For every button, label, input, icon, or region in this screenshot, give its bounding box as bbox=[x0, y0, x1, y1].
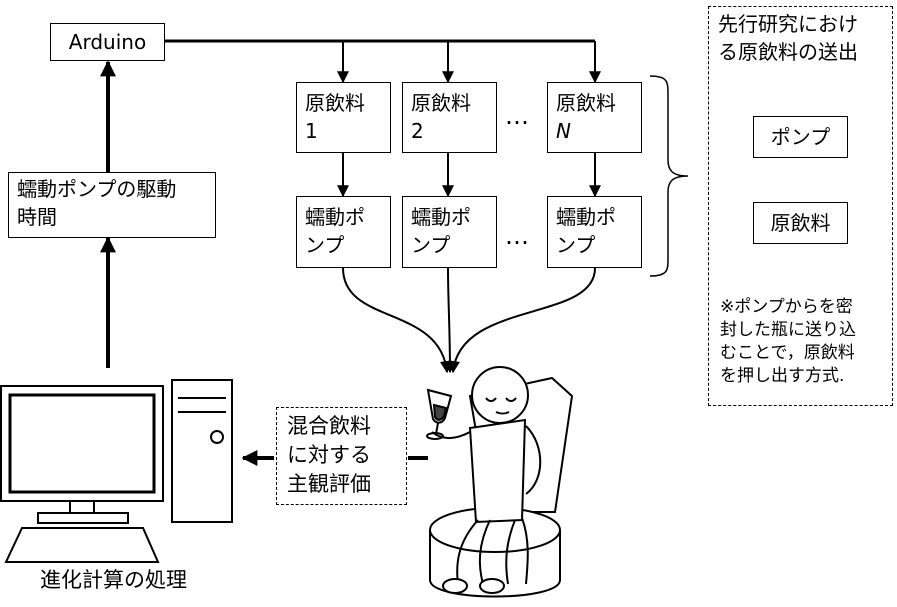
evaluation-line-1: 混合飲料 bbox=[287, 414, 371, 438]
pump-box-2: 蠕動ポ ンプ bbox=[402, 196, 497, 268]
arduino-bus bbox=[164, 39, 601, 84]
raw-drink-title: 原飲料 bbox=[305, 91, 365, 115]
monitor bbox=[0, 385, 164, 524]
arduino-box: Arduino bbox=[50, 23, 165, 61]
prior-work-title-line-1: 先行研究におけ bbox=[718, 12, 858, 36]
prior-work-note-line-3: むことで，原飲料 bbox=[720, 343, 855, 363]
keyboard bbox=[4, 527, 160, 563]
wine-glass bbox=[426, 388, 453, 440]
raw-drink-index: N bbox=[556, 119, 571, 143]
prior-work-pump-box: ポンプ bbox=[753, 116, 848, 158]
prior-work-note-line-2: 封した瓶に送り込 bbox=[720, 320, 856, 340]
prior-work-note: ※ポンプからを密 封した瓶に送り込 むことで，原飲料 を押し出す方式. bbox=[720, 296, 856, 388]
prior-work-raw-drink-box: 原飲料 bbox=[753, 202, 848, 244]
raw-drink-title: 原飲料 bbox=[411, 91, 471, 115]
pump-line-1: 蠕動ポ bbox=[305, 205, 365, 229]
raw-drink-box-1: 原飲料 1 bbox=[296, 82, 391, 153]
prior-work-title: 先行研究におけ る原飲料の送出 bbox=[718, 10, 858, 66]
pump-box-1: 蠕動ポ ンプ bbox=[296, 196, 391, 268]
pump-line-1: 蠕動ポ bbox=[411, 205, 471, 229]
pump-tubes bbox=[342, 267, 596, 374]
evaluation-line-2: に対する bbox=[287, 443, 371, 467]
prior-work-pump-label: ポンプ bbox=[770, 125, 831, 149]
raw-drink-ellipsis: … bbox=[505, 102, 529, 130]
evaluation-line-3: 主観評価 bbox=[287, 472, 371, 496]
prior-work-title-line-2: る原飲料の送出 bbox=[718, 40, 858, 64]
prior-work-note-line-4: を押し出す方式. bbox=[720, 366, 845, 386]
person-in-chair bbox=[429, 366, 574, 598]
raw-drink-index: 1 bbox=[305, 119, 318, 143]
pump-line-2: ンプ bbox=[411, 233, 451, 257]
prior-work-raw-drink-label: 原飲料 bbox=[770, 211, 831, 235]
raw-drink-index: 2 bbox=[411, 119, 424, 143]
raw-drink-title: 原飲料 bbox=[556, 91, 616, 115]
drive-time-line-2: 時間 bbox=[17, 205, 57, 229]
pump-line-2: ンプ bbox=[305, 233, 345, 257]
pump-line-2: ンプ bbox=[556, 233, 596, 257]
raw-drink-box-2: 原飲料 2 bbox=[402, 82, 497, 153]
pump-ellipsis: … bbox=[505, 222, 529, 250]
prior-work-note-line-1: ※ポンプからを密 bbox=[720, 297, 853, 317]
tower-pc bbox=[171, 379, 233, 523]
pump-line-1: 蠕動ポ bbox=[556, 205, 616, 229]
drive-time-line-1: 蠕動ポンプの駆動 bbox=[17, 177, 177, 201]
raw-drink-box-n: 原飲料 N bbox=[547, 82, 642, 153]
pump-box-n: 蠕動ポ ンプ bbox=[547, 196, 642, 268]
drive-time-box: 蠕動ポンプの駆動 時間 bbox=[8, 172, 216, 238]
computer-caption: 進化計算の処理 bbox=[40, 568, 187, 592]
drink-to-pump-arrows bbox=[337, 153, 601, 198]
evaluation-box: 混合飲料 に対する 主観評価 bbox=[276, 407, 407, 505]
group-brace bbox=[649, 75, 689, 277]
arduino-label: Arduino bbox=[68, 30, 147, 54]
